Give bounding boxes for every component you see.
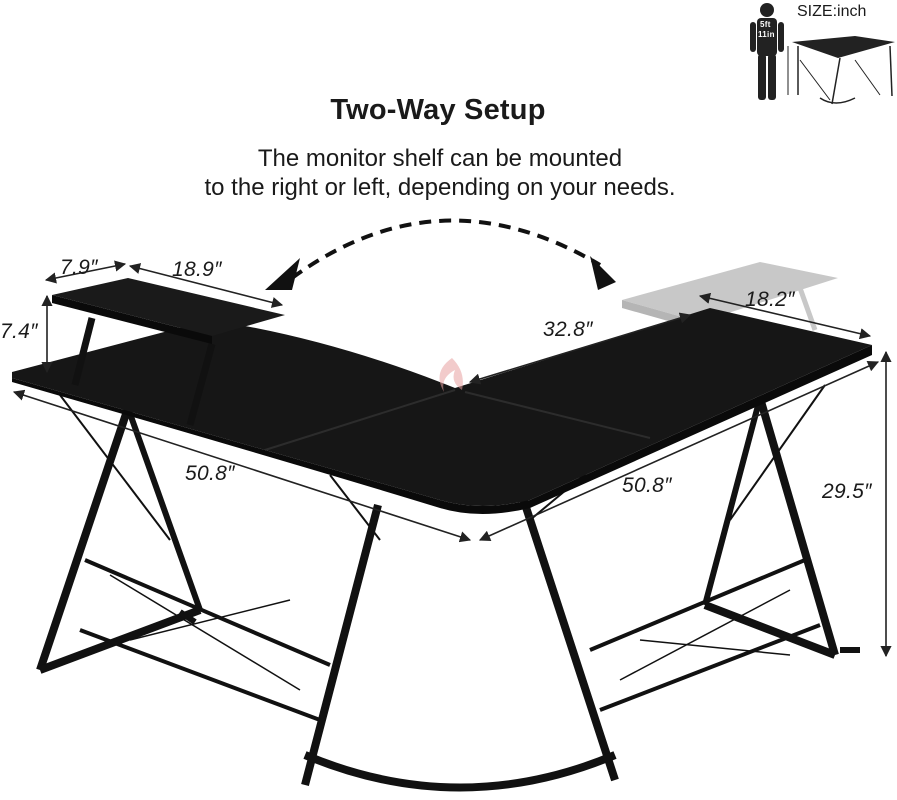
dim-desk-height: 29.5″: [822, 480, 872, 503]
subtitle-line-1: The monitor shelf can be mounted: [257, 145, 623, 172]
person-height-feet: 5ft: [760, 20, 771, 29]
person-silhouette-icon: [750, 3, 784, 100]
desk-top: [12, 308, 872, 514]
subtitle: The monitor shelf can be mounted to the …: [120, 144, 760, 202]
swap-arrow-icon: [265, 218, 616, 290]
dim-right-length: 50.8″: [622, 474, 672, 497]
size-label: SIZE:inch: [797, 3, 867, 20]
dim-shelf-depth: 7.9″: [60, 256, 98, 279]
dim-left-length: 50.8″: [185, 462, 235, 485]
page-title: Two-Way Setup: [330, 94, 546, 126]
dim-inner-depth: 32.8″: [543, 318, 593, 341]
subtitle-line-2: to the right or left, depending on your …: [204, 174, 676, 201]
desk-thumbnail-icon: [787, 36, 895, 105]
dim-shelf-width: 18.9″: [172, 258, 222, 281]
person-height-inches: 11in: [758, 30, 775, 39]
dim-shelf-height: 7.4″: [0, 320, 38, 343]
logo-icon: [439, 358, 463, 392]
dimension-lines: [12, 260, 892, 658]
dim-right-shelf-width: 18.2″: [745, 288, 795, 311]
